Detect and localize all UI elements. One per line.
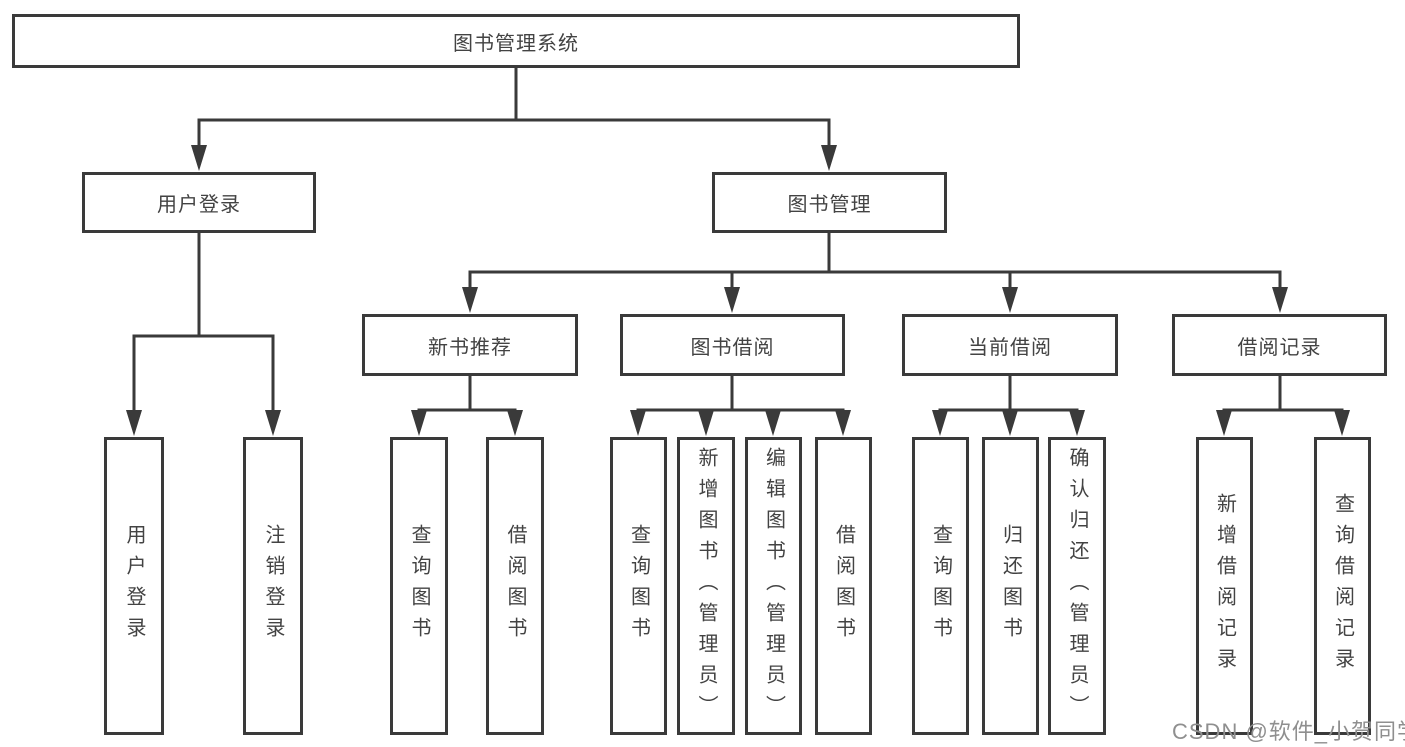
node-label: 查询图书 bbox=[627, 524, 650, 648]
node-label: 用户登录 bbox=[123, 524, 145, 648]
node-user-login: 用户登录 bbox=[82, 172, 316, 233]
node-leaf-query-books-recommend: 查询图书 bbox=[390, 437, 448, 735]
node-leaf-query-books-current: 查询图书 bbox=[912, 437, 969, 735]
node-leaf-add-books-admin: 新增图书（管理员） bbox=[677, 437, 735, 735]
node-leaf-query-books-borrowing: 查询图书 bbox=[610, 437, 667, 735]
node-label: 借阅图书 bbox=[504, 524, 526, 648]
node-book-management: 图书管理 bbox=[712, 172, 947, 233]
node-label: 查询借阅记录 bbox=[1331, 493, 1354, 679]
node-library-management-system: 图书管理系统 bbox=[12, 14, 1020, 68]
csdn-watermark: CSDN @软件_小贺同学 bbox=[1172, 719, 1405, 744]
node-leaf-edit-books-admin: 编辑图书（管理员） bbox=[745, 437, 802, 735]
node-book-borrowing: 图书借阅 bbox=[620, 314, 845, 376]
node-leaf-confirm-return-admin: 确认归还（管理员） bbox=[1048, 437, 1106, 735]
node-leaf-logout: 注销登录 bbox=[243, 437, 303, 735]
node-leaf-query-borrow-record: 查询借阅记录 bbox=[1314, 437, 1371, 735]
node-label: 新增借阅记录 bbox=[1213, 493, 1236, 679]
node-label: 确认归还（管理员） bbox=[1066, 446, 1088, 726]
node-leaf-add-borrow-record: 新增借阅记录 bbox=[1196, 437, 1253, 735]
node-leaf-return-books: 归还图书 bbox=[982, 437, 1039, 735]
node-label: 查询图书 bbox=[408, 524, 430, 648]
node-label: 借阅图书 bbox=[832, 524, 855, 648]
node-current-borrowing: 当前借阅 bbox=[902, 314, 1118, 376]
node-label: 归还图书 bbox=[999, 524, 1022, 648]
node-new-book-recommendation: 新书推荐 bbox=[362, 314, 578, 376]
node-leaf-borrow-books-borrowing: 借阅图书 bbox=[815, 437, 872, 735]
node-label: 查询图书 bbox=[929, 524, 952, 648]
node-label: 新增图书（管理员） bbox=[695, 446, 717, 726]
node-label: 编辑图书（管理员） bbox=[762, 446, 785, 726]
node-leaf-user-login: 用户登录 bbox=[104, 437, 164, 735]
node-borrowing-records: 借阅记录 bbox=[1172, 314, 1387, 376]
node-leaf-borrow-books-recommend: 借阅图书 bbox=[486, 437, 544, 735]
node-label: 注销登录 bbox=[262, 524, 284, 648]
